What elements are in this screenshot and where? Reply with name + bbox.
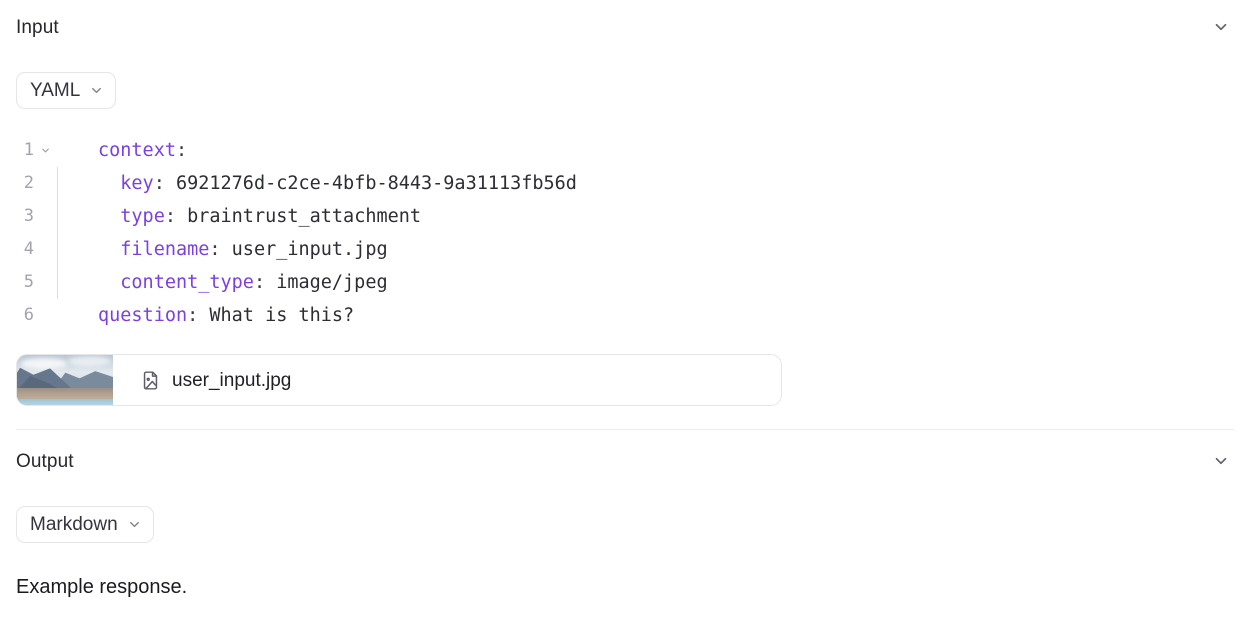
code-line-text: key: 6921276d-c2ce-4bfb-8443-9a31113fb56… [60,167,577,200]
fold-spacer [38,309,52,323]
indent-guide [56,299,60,332]
fold-spacer [38,276,52,290]
yaml-key: filename [120,239,210,260]
yaml-value: user_input.jpg [220,239,388,260]
yaml-key: question [98,305,188,326]
code-line-text: filename: user_input.jpg [60,233,388,266]
yaml-key: content_type [120,272,254,293]
code-line-text: context: [60,134,187,167]
output-section-title: Output [16,450,74,472]
yaml-value: 6921276d-c2ce-4bfb-8443-9a31113fb56d [164,173,577,194]
yaml-key: type [120,206,165,227]
section-divider [16,429,1234,430]
yaml-value: braintrust_attachment [175,206,422,227]
attachment-filename: user_input.jpg [172,369,292,391]
yaml-punct: : [253,272,266,293]
code-line: 5 content_type: image/jpeg [0,266,577,299]
fold-chevron-down-icon[interactable] [38,144,52,158]
fold-spacer [38,210,52,224]
line-number: 3 [0,200,56,233]
indent-guide [56,266,60,299]
code-line: 4 filename: user_input.jpg [0,233,577,266]
yaml-value: image/jpeg [265,272,388,293]
code-line-text: type: braintrust_attachment [60,200,421,233]
line-number: 1 [0,134,56,167]
indent-guide [56,233,60,266]
input-format-selector[interactable]: YAML [16,72,117,109]
yaml-punct: : [187,305,199,326]
output-section-header: Output [0,446,1250,476]
chevron-down-icon[interactable] [1208,14,1234,40]
code-line: 2 key: 6921276d-c2ce-4bfb-8443-9a31113fb… [0,167,577,200]
code-line-text: content_type: image/jpeg [60,266,388,299]
indent-guide [56,134,60,167]
line-number: 5 [0,266,56,299]
chevron-down-icon[interactable] [1208,448,1234,474]
attachment-thumbnail [17,355,113,405]
yaml-punct: : [209,239,221,260]
output-format-value: Markdown [30,514,118,535]
chevron-down-icon [89,83,104,98]
input-format-value: YAML [30,80,81,101]
output-body-text: Example response. [16,576,188,598]
attachment-chip[interactable]: user_input.jpg [16,354,782,406]
yaml-punct: : [175,140,188,161]
input-section-title: Input [16,16,59,38]
yaml-punct: : [164,206,176,227]
chevron-down-icon [127,517,142,532]
yaml-key: context [98,140,176,161]
input-section-header: Input [0,12,1250,42]
code-line: 3 type: braintrust_attachment [0,200,577,233]
yaml-value: What is this? [198,305,355,326]
indent-guide [56,167,60,200]
indent-guide [56,200,60,233]
yaml-punct: : [153,173,165,194]
file-image-icon [140,370,161,391]
line-number: 6 [0,299,56,332]
line-number: 2 [0,167,56,200]
fold-spacer [38,243,52,257]
line-number: 4 [0,233,56,266]
yaml-key: key [120,173,154,194]
fold-spacer [38,177,52,191]
code-line-text: question: What is this? [60,299,354,332]
output-format-selector[interactable]: Markdown [16,506,154,543]
